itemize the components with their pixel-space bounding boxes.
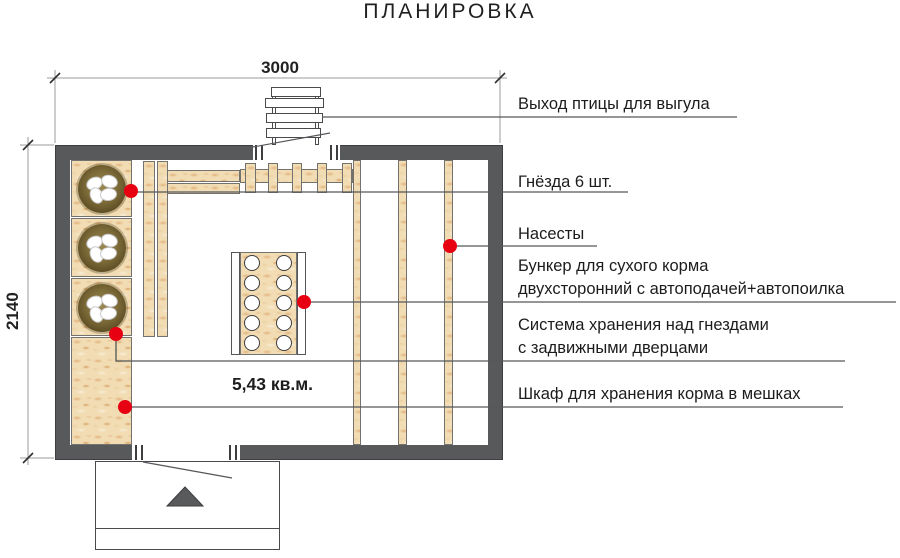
feed-hole-icon — [244, 335, 260, 351]
callout-dot-feed-hopper — [297, 295, 311, 309]
feed-hole-icon — [244, 255, 260, 271]
porch-step-line — [95, 528, 280, 529]
bird-exit-opening — [253, 145, 340, 160]
page-title: ПЛАНИРОВКА — [363, 0, 537, 23]
jamb-line — [255, 145, 257, 160]
nest-icon — [78, 165, 126, 213]
feed-cabinet — [71, 337, 132, 445]
jamb-line — [261, 145, 263, 160]
width-dimension-label: 3000 — [261, 58, 299, 77]
callout-label-nests: Гнёзда 6 шт. — [518, 171, 612, 194]
feed-hole-icon — [244, 295, 260, 311]
jamb-line — [336, 145, 338, 160]
feed-hole-icon — [276, 335, 292, 351]
entry-arrow-icon — [165, 486, 205, 507]
feed-hole-icon — [276, 275, 292, 291]
callout-label-bird-exit: Выход птицы для выгула — [518, 93, 710, 116]
jamb-line — [235, 445, 237, 460]
feed-hole-icon — [244, 315, 260, 331]
ladder-rung — [266, 128, 321, 138]
wood-batten — [157, 161, 168, 337]
callout-dot-storage — [109, 327, 123, 341]
callout-text: Насесты — [518, 225, 585, 243]
callout-dot-roosts — [443, 239, 457, 253]
dimension-ticks — [22, 72, 506, 464]
ladder-rung — [271, 87, 321, 97]
jamb-line — [135, 445, 137, 460]
nest-icon — [78, 284, 126, 332]
jamb-line — [229, 445, 231, 460]
callout-text: Выход птицы для выгула — [518, 95, 710, 113]
callout-text: с задвижными дверцами — [518, 339, 709, 357]
nest-box — [71, 218, 132, 277]
callout-label-feed-hopper: Бункер для сухого корма двухсторонний с … — [518, 255, 844, 301]
entry-door-opening — [132, 445, 240, 460]
feed-hole-icon — [276, 315, 292, 331]
feed-hole-icon — [276, 255, 292, 271]
storage-plank — [167, 170, 240, 182]
callout-text: Система хранения над гнездами — [518, 316, 769, 334]
callout-dot-nests — [124, 184, 138, 198]
ramp-line — [252, 132, 331, 148]
nest-box — [71, 160, 132, 217]
wood-batten — [143, 161, 155, 337]
feed-hopper-side — [231, 252, 240, 355]
depth-dimension-label: 2140 — [3, 292, 22, 330]
feed-hole-icon — [276, 295, 292, 311]
callout-label-feed-cabinet: Шкаф для хранения корма в мешках — [518, 383, 801, 406]
callout-label-roosts: Насесты — [518, 223, 584, 246]
callout-dot-cabinet — [118, 400, 132, 414]
callout-text: Шкаф для хранения корма в мешках — [518, 385, 801, 403]
storage-plank — [167, 183, 240, 194]
feed-hole-icon — [244, 275, 260, 291]
callout-text: двухсторонний с автоподачей+автопоилка — [518, 280, 845, 298]
door-swing-line — [142, 461, 233, 479]
nest-box — [71, 278, 132, 336]
area-label: 5,43 кв.м. — [231, 374, 314, 394]
leader-lines — [115, 116, 896, 408]
dimension-lines — [20, 70, 507, 465]
ladder-rung — [266, 113, 323, 123]
callout-label-storage-system: Система хранения над гнездами с задвижны… — [518, 314, 769, 360]
callout-text: Гнёзда 6 шт. — [518, 173, 613, 191]
jamb-line — [330, 145, 332, 160]
callout-text: Бункер для сухого корма — [518, 257, 709, 275]
jamb-line — [141, 445, 143, 460]
ladder-rung — [265, 98, 324, 108]
nest-icon — [78, 224, 126, 272]
